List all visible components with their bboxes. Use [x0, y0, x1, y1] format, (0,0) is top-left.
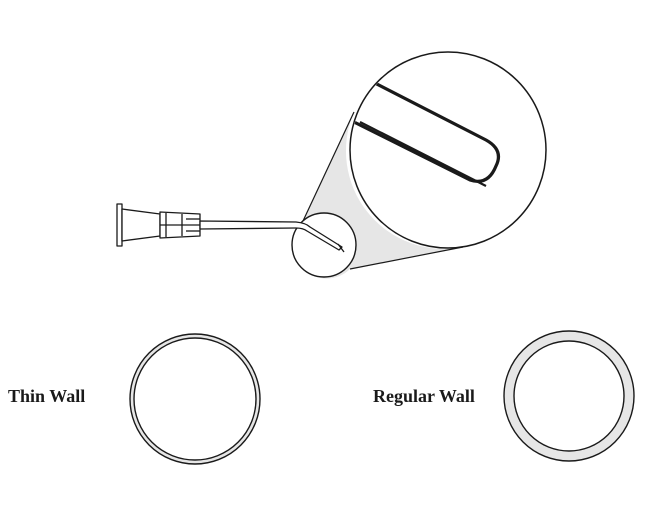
regular-wall-label: Regular Wall	[373, 386, 475, 406]
thin-wall-label: Thin Wall	[8, 386, 86, 406]
needle	[116, 203, 345, 253]
magnifier-cone-edge-bottom	[349, 246, 464, 270]
magnified-view	[349, 51, 547, 249]
magnified-needle-inner-line	[359, 121, 487, 187]
thin-wall-cross-section	[129, 333, 261, 465]
needle-flange	[116, 203, 123, 247]
magnifier-cone-edge-top	[302, 111, 355, 222]
regular-wall-cross-section	[503, 330, 635, 462]
needle-hub	[121, 208, 161, 242]
needle-shaft	[199, 220, 343, 251]
